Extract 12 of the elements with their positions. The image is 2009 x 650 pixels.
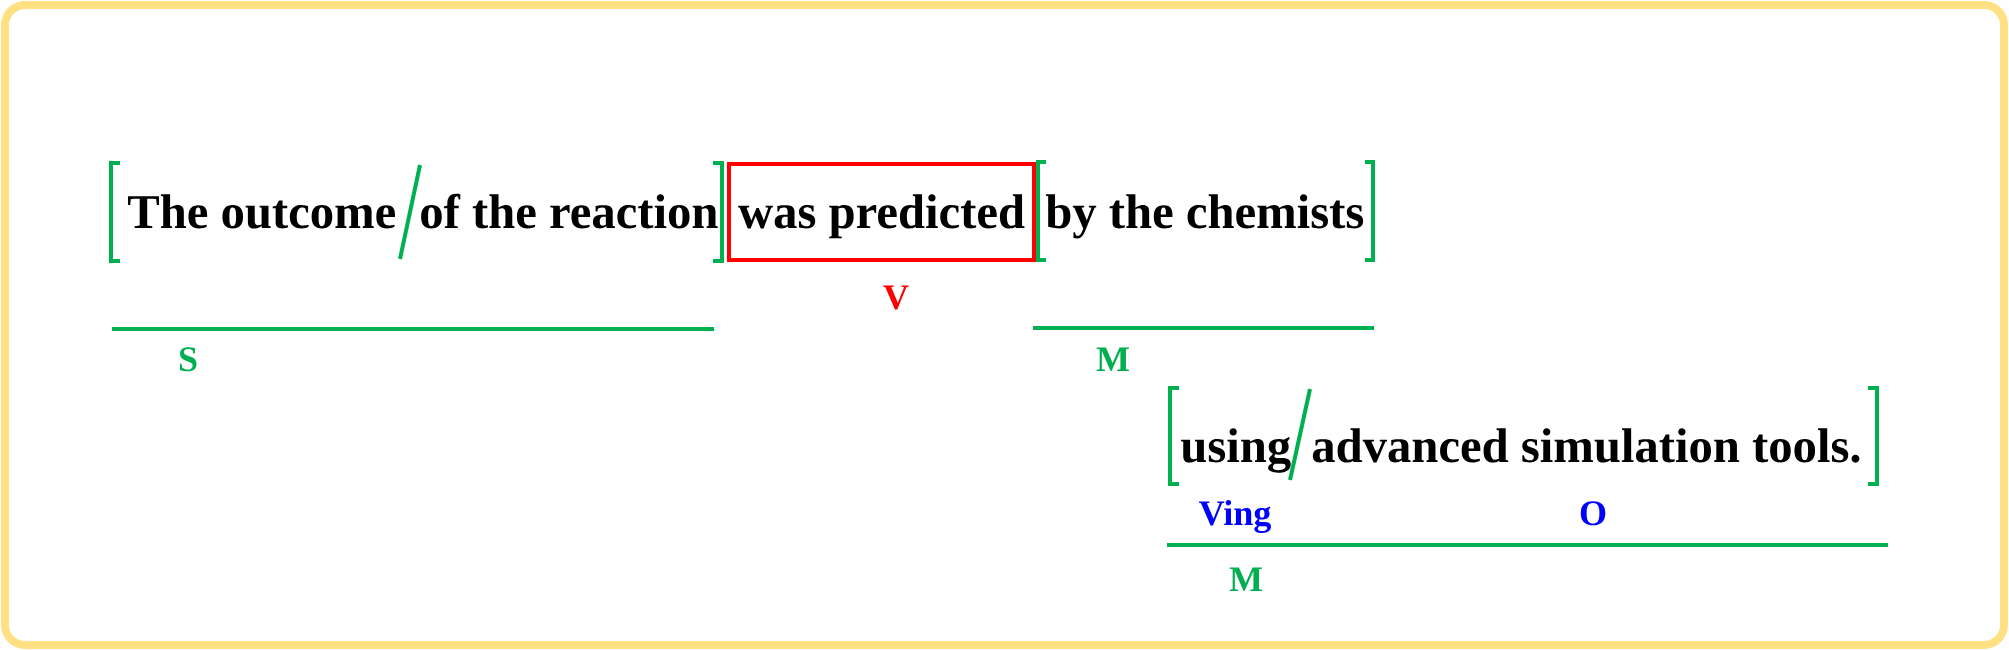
role-label: M [1096, 347, 1129, 371]
role-label: O [1580, 501, 1606, 526]
role-label: V [883, 285, 909, 310]
role-label: M [1229, 567, 1262, 591]
phrase-text: using [1181, 428, 1291, 473]
verb-box: was predicted [727, 162, 1036, 262]
phrase-text: advanced simulation tools. [1312, 428, 1860, 463]
role-label: Ving [1199, 500, 1271, 533]
role-label: S [179, 347, 197, 372]
phrase-text: of the reaction [421, 193, 718, 229]
phrase-text: by the chemists [1045, 194, 1364, 239]
phrase-text: The outcome [128, 194, 395, 229]
